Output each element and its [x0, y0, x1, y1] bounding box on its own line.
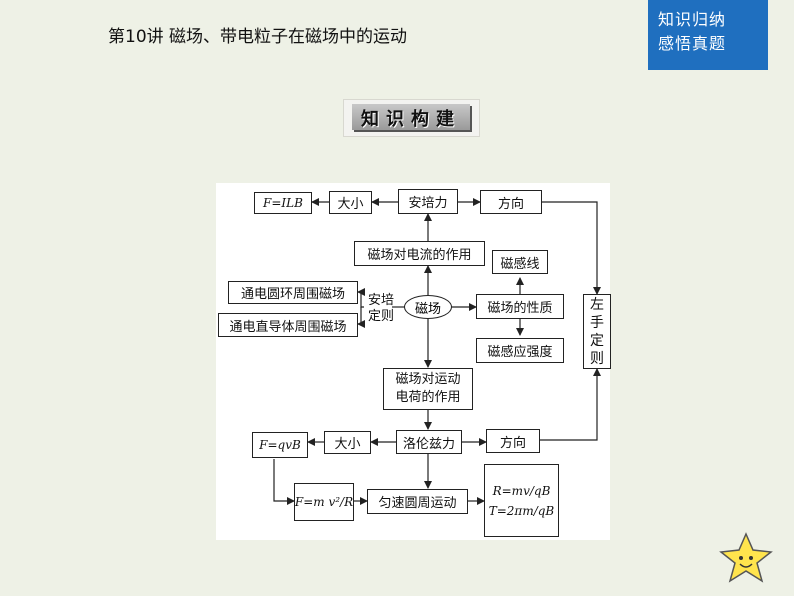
magnitude-label-2: 大小 [334, 437, 361, 452]
magnitude-box-1: 大小 [329, 191, 372, 214]
badge-line-2: 感悟真题 [658, 34, 727, 53]
formula-centripetal-box: F=m v²/R [294, 483, 354, 521]
center-field-ellipse: 磁场 [404, 295, 452, 319]
banner-text: 知识构建 [361, 109, 461, 130]
field-strength-label: 磁感应强度 [487, 345, 553, 360]
formula-ampere: F=ILB [263, 196, 303, 210]
formula-radius: R=mv/qB [492, 483, 551, 498]
concept-diagram: F=ILB 大小 安培力 方向 磁场对电流的作用 磁感线 磁场的性质 磁感应强度… [216, 183, 611, 540]
left-hand-rule-char-3: 定 [590, 332, 604, 349]
lorentz-force-label: 洛伦兹力 [402, 436, 455, 452]
ampere-rule-line-2: 定则 [368, 309, 395, 324]
direction-box-1: 方向 [480, 190, 542, 214]
uniform-motion-label: 匀速圆周运动 [378, 496, 457, 511]
force-on-charge-line-1: 磁场对运动 [395, 372, 461, 387]
star-icon [719, 532, 773, 583]
left-hand-rule-char-4: 则 [590, 350, 604, 367]
lorentz-force-box: 洛伦兹力 [396, 430, 462, 454]
ring-current-box: 通电圆环周围磁场 [228, 281, 358, 304]
magnitude-box-2: 大小 [324, 431, 371, 454]
ampere-force-label: 安培力 [408, 196, 448, 211]
badge-line-1: 知识归纳 [658, 10, 727, 29]
formula-ampere-box: F=ILB [254, 192, 312, 214]
left-hand-rule-box: 左 手 定 则 [583, 294, 611, 369]
force-on-charge-box: 磁场对运动 电荷的作用 [383, 368, 473, 410]
straight-wire-box: 通电直导体周围磁场 [218, 313, 358, 337]
field-lines-label: 磁感线 [500, 256, 540, 272]
formula-period: T=2πm/qB [488, 503, 555, 518]
ampere-force-box: 安培力 [398, 189, 458, 214]
field-lines-box: 磁感线 [492, 250, 548, 274]
left-hand-rule-char-2: 手 [590, 314, 604, 331]
formula-lorentz-box: F=qvB [252, 432, 308, 458]
direction-label-2: 方向 [499, 435, 526, 451]
uniform-motion-box: 匀速圆周运动 [367, 489, 468, 514]
circle-formulas-box: R=mv/qB T=2πm/qB [484, 464, 559, 537]
ampere-rule-label: 安培 定则 [368, 293, 394, 325]
diagram-connectors [273, 198, 601, 505]
field-strength-box: 磁感应强度 [476, 338, 564, 363]
force-on-current-box: 磁场对电流的作用 [354, 241, 485, 266]
field-properties-label: 磁场的性质 [487, 301, 553, 316]
force-on-current-label: 磁场对电流的作用 [367, 248, 472, 263]
force-on-charge-line-2: 电荷的作用 [395, 390, 461, 405]
section-banner: 知识构建 [343, 99, 480, 137]
formula-lorentz: F=qvB [259, 438, 301, 452]
left-hand-rule-char-1: 左 [590, 296, 604, 313]
section-badge[interactable]: 知识归纳 感悟真题 [648, 0, 768, 70]
ampere-rule-line-1: 安培 [368, 293, 395, 308]
direction-label-1: 方向 [497, 196, 524, 212]
center-field-label: 磁场 [414, 301, 441, 317]
formula-centripetal: F=m v²/R [294, 495, 354, 509]
ring-current-label: 通电圆环周围磁场 [240, 287, 345, 302]
banner-plate [352, 104, 470, 130]
straight-wire-label: 通电直导体周围磁场 [229, 319, 347, 335]
page-title: 第10讲 磁场、带电粒子在磁场中的运动 [108, 27, 408, 47]
direction-box-2: 方向 [486, 429, 540, 453]
magnitude-label-1: 大小 [337, 197, 364, 212]
field-properties-box: 磁场的性质 [476, 294, 564, 319]
